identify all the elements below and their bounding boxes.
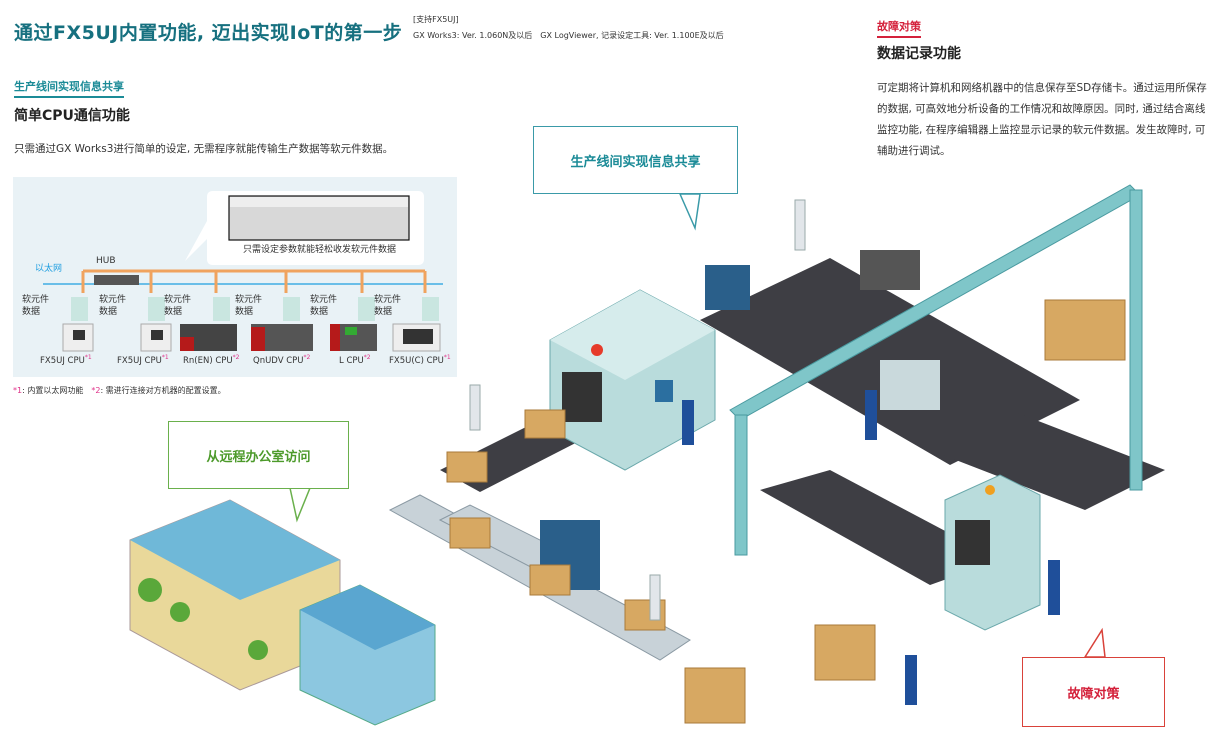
overhead-gantry bbox=[729, 184, 1143, 556]
ethernet-label: 以太网 bbox=[35, 264, 63, 274]
diagram-graphics bbox=[43, 191, 443, 352]
cpu-label: Rn(EN) CPU*2 bbox=[183, 354, 240, 366]
inspection-machine-2 bbox=[944, 474, 1041, 631]
workers bbox=[682, 390, 1060, 705]
section-desc: 只需通过GX Works3进行简单的设定, 无需程序就能传输生产数据等软元件数据… bbox=[14, 143, 394, 155]
device-data-label: 软元件 数据 bbox=[310, 295, 338, 317]
section-label-info-share: 生产线间实现信息共享 bbox=[14, 78, 124, 98]
cpu-label: FX5U(C) CPU*1 bbox=[389, 354, 451, 366]
callout-tail bbox=[289, 487, 312, 523]
footnote: *1: 内置以太网功能 *2: 需进行连接对方机器的配置设置。 bbox=[13, 386, 226, 395]
robot-arms bbox=[469, 199, 806, 621]
device-data-label: 软元件 数据 bbox=[374, 295, 402, 317]
cpu-label: QnUDV CPU*2 bbox=[253, 354, 311, 366]
section-desc-data-logging: 可定期将计算机和网络机器中的信息保存至SD存储卡。通过运用所保存的数据, 可高效… bbox=[877, 82, 1207, 157]
office-building bbox=[129, 499, 436, 726]
cpu-label: L CPU*2 bbox=[339, 354, 371, 366]
section-title-data-logging: 数据记录功能 bbox=[877, 46, 961, 62]
bubble-caption: 只需设定参数就能轻松收发软元件数据 bbox=[243, 245, 397, 255]
section-label-trouble: 故障对策 bbox=[877, 18, 921, 38]
inspection-machine bbox=[549, 289, 716, 471]
hub-device bbox=[94, 275, 139, 285]
plc-devices bbox=[62, 323, 441, 352]
callout-remote-access: 从远程办公室访问 bbox=[168, 421, 349, 489]
hub-label: HUB bbox=[96, 256, 116, 266]
cardboard-boxes bbox=[446, 299, 1126, 724]
data-flow-arrows bbox=[81, 269, 427, 293]
cpu-label: FX5UJ CPU*1 bbox=[40, 354, 92, 366]
cpu-label: FX5UJ CPU*1 bbox=[117, 354, 169, 366]
support-versions: GX Works3: Ver. 1.060N及以后 GX LogViewer, … bbox=[413, 31, 724, 40]
device-data-label: 软元件 数据 bbox=[99, 295, 127, 317]
callout-troubleshooting: 故障对策 bbox=[1022, 657, 1165, 727]
page-title: 通过FX5UJ内置功能, 迈出实现IoT的第一步 bbox=[14, 22, 403, 44]
support-label: [支持FX5UJ] bbox=[413, 15, 459, 24]
network-diagram: 只需设定参数就能轻松收发软元件数据 HUB 以太网 软元件 数据 软元件 数据 … bbox=[13, 177, 457, 377]
callout-tail bbox=[678, 193, 701, 231]
device-data-label: 软元件 数据 bbox=[164, 295, 192, 317]
data-files bbox=[71, 297, 439, 321]
device-data-label: 软元件 数据 bbox=[235, 295, 263, 317]
callout-tail bbox=[1083, 627, 1106, 658]
section-title-cpu-comm: 简单CPU通信功能 bbox=[14, 108, 130, 124]
callout-info-share: 生产线间实现信息共享 bbox=[533, 126, 738, 194]
device-data-label: 软元件 数据 bbox=[22, 295, 50, 317]
